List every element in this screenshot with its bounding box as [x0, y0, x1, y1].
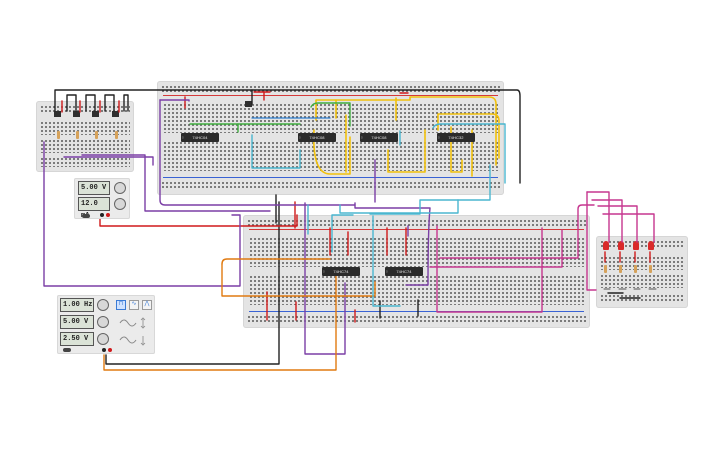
green-wires[interactable] [189, 102, 351, 133]
current-knob[interactable] [114, 198, 126, 210]
dip-switch-3[interactable] [92, 111, 99, 117]
led-output-2[interactable] [618, 241, 624, 250]
ic-chip[interactable]: 74HC32 [437, 133, 475, 142]
dip-switch-2[interactable] [73, 111, 80, 117]
resistor[interactable] [634, 265, 637, 273]
resistor[interactable] [95, 131, 98, 139]
purple-wires[interactable] [43, 99, 431, 355]
led-output-4[interactable] [648, 241, 654, 250]
ic-chip[interactable]: 74HC08 [298, 133, 336, 142]
dip-switch-5[interactable] [245, 101, 252, 107]
offset-knob[interactable] [97, 333, 109, 345]
black-wires[interactable] [54, 89, 641, 365]
generator-positive-terminal[interactable] [108, 348, 112, 352]
led-output-3[interactable] [633, 241, 639, 250]
dip-switch-1[interactable] [54, 111, 61, 117]
current-display: 12.0 mA [78, 197, 110, 220]
offset-display: 2.50 V [60, 332, 94, 346]
resistor[interactable] [619, 265, 622, 273]
magenta-wires[interactable] [429, 191, 655, 313]
generator-power-switch[interactable] [63, 348, 71, 352]
sine-offset-icon [119, 336, 146, 346]
dc-power-supply[interactable]: 5.00 V 12.0 mA [74, 178, 130, 220]
ic-chip[interactable]: 74HC74 [385, 267, 423, 276]
power-switch[interactable] [82, 214, 90, 218]
triangle-wave-button[interactable]: ⋀ [142, 300, 152, 310]
sine-amplitude-icon [119, 317, 146, 329]
frequency-display: 1.00 Hz [60, 298, 94, 312]
resistor[interactable] [115, 131, 118, 139]
dip-switch-4[interactable] [112, 111, 119, 117]
ic-chip[interactable]: 74HC08 [360, 133, 398, 142]
positive-terminal[interactable] [106, 213, 110, 217]
ic-chip[interactable]: 74HC04 [181, 133, 219, 142]
cyan-wires[interactable] [251, 123, 506, 307]
negative-terminal[interactable] [100, 213, 104, 217]
frequency-knob[interactable] [97, 299, 109, 311]
voltage-knob[interactable] [114, 182, 126, 194]
resistor[interactable] [57, 131, 60, 139]
resistor[interactable] [76, 131, 79, 139]
function-generator[interactable]: 1.00 Hz 5.00 V 2.50 V ⊓ ∿ ⋀ [57, 295, 155, 354]
voltage-display: 5.00 V [78, 181, 110, 195]
square-wave-button[interactable]: ⊓ [116, 300, 126, 310]
ic-chip[interactable]: 74HC74 [322, 267, 360, 276]
sine-wave-button[interactable]: ∿ [129, 300, 139, 310]
led-output-1[interactable] [603, 241, 609, 250]
resistor[interactable] [649, 265, 652, 273]
generator-negative-terminal[interactable] [102, 348, 106, 352]
breadboard-led-outputs[interactable] [596, 236, 688, 308]
amplitude-knob[interactable] [97, 316, 109, 328]
resistor[interactable] [604, 265, 607, 273]
amplitude-display: 5.00 V [60, 315, 94, 329]
orange-wires[interactable] [103, 258, 376, 371]
red-wires[interactable] [61, 91, 651, 323]
